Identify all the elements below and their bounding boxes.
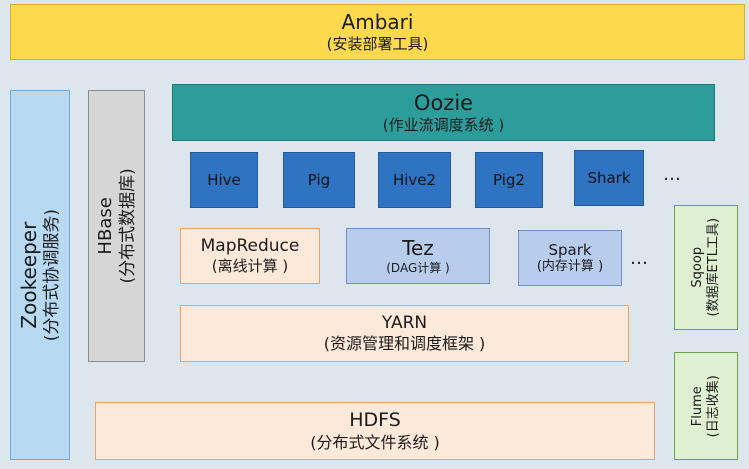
ambari-title: Ambari <box>341 10 414 35</box>
hdfs-block: HDFS (分布式文件系统 ) <box>95 402 655 460</box>
flume-subtitle: (日志收集) <box>706 374 721 438</box>
yarn-subtitle: (资源管理和调度框架 ) <box>323 334 486 354</box>
hbase-subtitle: (分布式数据库) <box>117 168 138 284</box>
pig-label: Pig <box>307 170 331 189</box>
sqoop-block: Sqoop (数据库ETL工具) <box>674 205 738 330</box>
pig2-label: Pig2 <box>493 170 525 189</box>
mapreduce-title: MapReduce <box>200 236 300 256</box>
mapreduce-subtitle: (离线计算 ) <box>211 257 289 276</box>
zookeeper-title: Zookeeper <box>16 221 41 329</box>
yarn-block: YARN (资源管理和调度框架 ) <box>180 305 629 362</box>
mapreduce-block: MapReduce (离线计算 ) <box>180 228 320 284</box>
engines-ellipsis: … <box>663 164 683 185</box>
shark-label: Shark <box>587 168 631 187</box>
spark-subtitle: (内存计算 ) <box>536 259 604 275</box>
sqoop-subtitle: (数据库ETL工具) <box>706 218 722 317</box>
compute-ellipsis: … <box>630 248 650 269</box>
zookeeper-block: Zookeeper (分布式协调服务) <box>10 90 70 460</box>
hdfs-subtitle: (分布式文件系统 ) <box>310 432 440 452</box>
hive2-block: Hive2 <box>378 152 451 208</box>
hive-label: Hive <box>207 170 241 189</box>
yarn-title: YARN <box>381 312 428 333</box>
flume-block: Flume (日志收集) <box>674 352 738 460</box>
hdfs-title: HDFS <box>349 409 401 432</box>
spark-title: Spark <box>548 240 592 259</box>
tez-subtitle: (DAG计算 ) <box>386 261 450 275</box>
pig2-block: Pig2 <box>475 152 543 208</box>
ambari-subtitle: (安装部署工具) <box>326 35 429 54</box>
spark-block: Spark (内存计算 ) <box>518 230 622 286</box>
ambari-block: Ambari (安装部署工具) <box>10 4 745 60</box>
oozie-title: Oozie <box>413 91 474 115</box>
hbase-block: HBase (分布式数据库) <box>88 90 145 362</box>
sqoop-title: Sqoop <box>689 247 705 288</box>
shark-block: Shark <box>574 150 644 206</box>
pig-block: Pig <box>283 152 355 208</box>
zookeeper-subtitle: (分布式协调服务) <box>41 208 62 342</box>
hive2-label: Hive2 <box>392 170 437 189</box>
tez-title: Tez <box>402 236 434 260</box>
oozie-subtitle: (作业流调度系统 ) <box>382 116 505 135</box>
flume-title: Flume <box>689 386 705 426</box>
tez-block: Tez (DAG计算 ) <box>346 228 490 284</box>
hbase-title: HBase <box>94 197 116 255</box>
hive-block: Hive <box>190 152 258 208</box>
oozie-block: Oozie (作业流调度系统 ) <box>172 84 715 141</box>
